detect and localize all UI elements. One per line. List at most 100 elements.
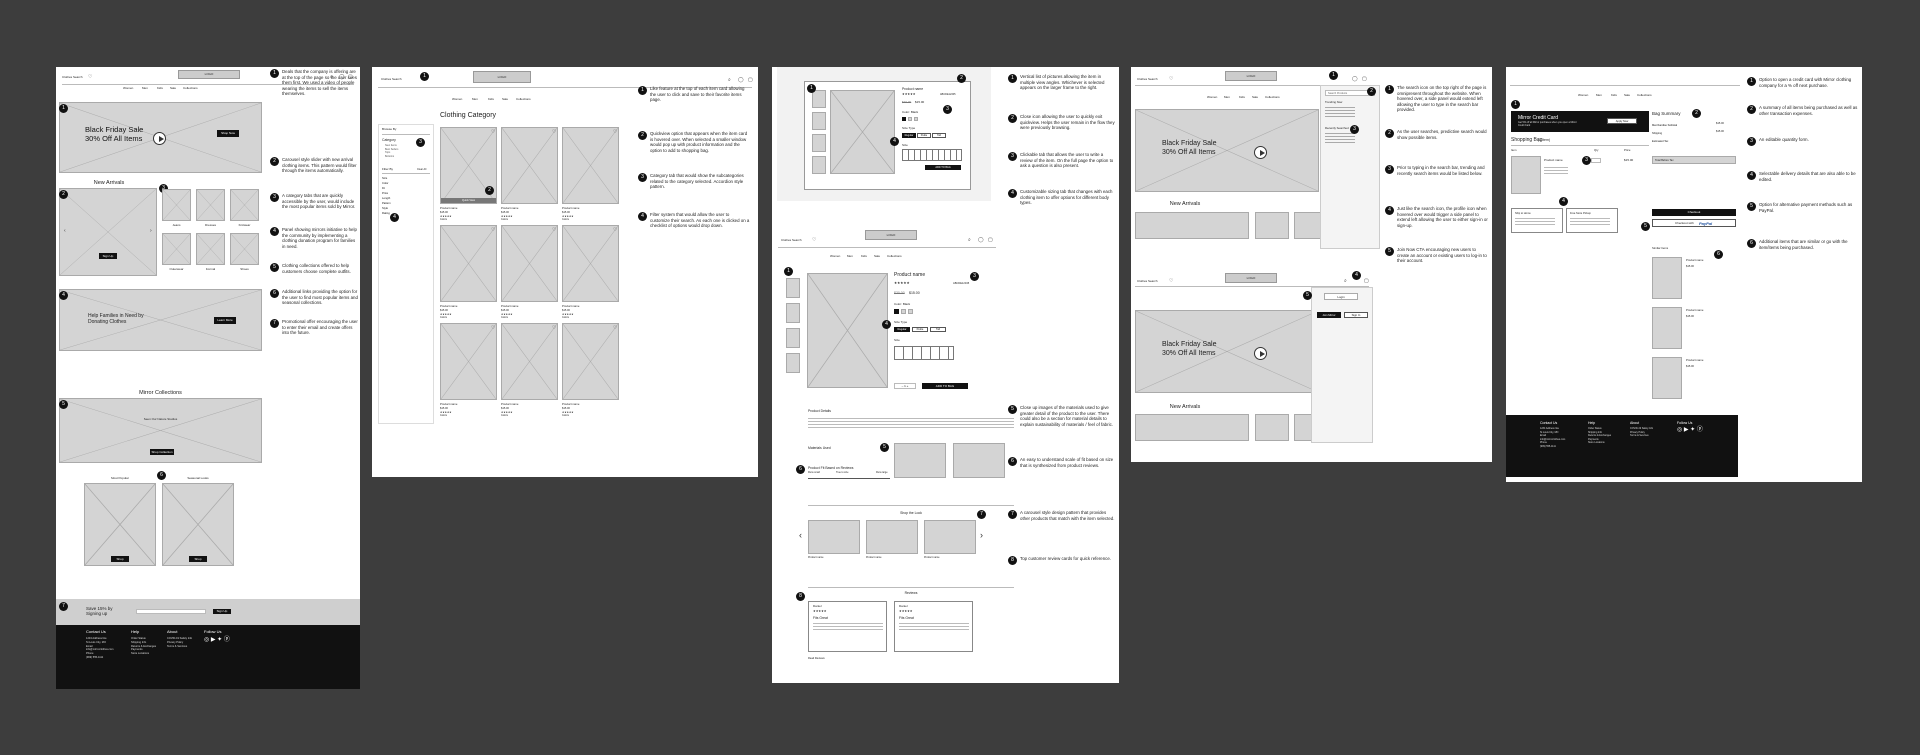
look-item[interactable]	[808, 520, 860, 554]
nav-sale[interactable]: Sale	[874, 254, 881, 258]
size-type-petite[interactable]: Petite	[917, 133, 931, 138]
hero-banner[interactable]: Black Friday Sale 30% Off All Items	[1135, 310, 1319, 393]
size-type-regular[interactable]: Regular	[894, 327, 910, 332]
product-image[interactable]: ♡	[440, 323, 497, 400]
product-image[interactable]: ♡	[562, 323, 619, 400]
nav-men[interactable]: Men	[472, 97, 478, 101]
size-type-petite[interactable]: Petite	[912, 327, 928, 332]
heart-icon[interactable]: ♡	[613, 227, 618, 233]
quantity-stepper[interactable]: – 1 +	[894, 383, 916, 389]
heart-icon[interactable]: ♡	[1169, 278, 1174, 284]
logo[interactable]: LOGO	[865, 230, 917, 240]
product-image[interactable]: ♡	[440, 225, 497, 302]
category-tile[interactable]	[196, 189, 225, 221]
user-icon[interactable]: ◯	[738, 77, 744, 83]
nav-kids[interactable]: Kids	[157, 86, 163, 90]
qv-add-to-bag[interactable]: ADD TO BAG	[925, 165, 961, 170]
category-tile[interactable]	[196, 233, 225, 265]
quantity-input[interactable]	[1591, 158, 1601, 163]
heart-icon[interactable]: ♡	[491, 325, 496, 331]
swatch[interactable]	[902, 117, 906, 121]
logo[interactable]: LOGO	[178, 70, 240, 79]
arrival-tile[interactable]	[1135, 212, 1249, 239]
product-image[interactable]: ♡	[501, 127, 558, 204]
paypal-button[interactable]: Checkout with PayPal	[1652, 219, 1736, 227]
heart-icon[interactable]: ♡	[552, 325, 557, 331]
arrival-tile[interactable]	[1255, 212, 1289, 239]
user-icon[interactable]: ◯	[978, 237, 984, 243]
heart-icon[interactable]: ♡	[613, 129, 618, 135]
heart-icon[interactable]: ♡	[552, 227, 557, 233]
swatch[interactable]	[908, 309, 913, 314]
product-image[interactable]: ♡	[501, 225, 558, 302]
size-type-regular[interactable]: Regular	[902, 133, 916, 138]
similar-item[interactable]	[1652, 257, 1682, 299]
play-icon[interactable]	[153, 132, 166, 145]
qv-thumb[interactable]	[812, 90, 826, 108]
product-image[interactable]: ♡	[501, 323, 558, 400]
email-input[interactable]	[136, 609, 206, 614]
similar-item[interactable]	[1652, 357, 1682, 399]
nav-women[interactable]: Women	[452, 97, 463, 101]
nav-collections[interactable]: Collections	[516, 97, 531, 101]
nav-sale[interactable]: Sale	[170, 86, 177, 90]
qv-main-image[interactable]	[830, 90, 895, 174]
heart-icon[interactable]: ♡	[613, 325, 618, 331]
signup-button[interactable]: Sign Up	[213, 609, 231, 614]
pick-image[interactable]: Shop	[84, 483, 156, 566]
pickup-option[interactable]: Free Store Pickup	[1566, 208, 1618, 233]
chevron-right-icon[interactable]: ›	[980, 530, 983, 540]
chevron-left-icon[interactable]: ‹	[64, 228, 66, 234]
similar-item[interactable]	[1652, 307, 1682, 349]
qv-thumb[interactable]	[812, 156, 826, 174]
arrivals-shop-button[interactable]: Sign Up	[99, 253, 117, 259]
nav-men[interactable]: Men	[1596, 93, 1602, 97]
swatch[interactable]	[894, 309, 899, 314]
nav-kids[interactable]: Kids	[861, 254, 867, 258]
heart-icon[interactable]: ♡	[552, 129, 557, 135]
size-grid[interactable]	[902, 149, 962, 161]
nav-women[interactable]: Women	[123, 86, 134, 90]
size-type-tall[interactable]: Tall	[932, 133, 946, 138]
nav-sale[interactable]: Sale	[1624, 93, 1631, 97]
nav-men[interactable]: Men	[847, 254, 853, 258]
heart-icon[interactable]: ♡	[1169, 76, 1174, 82]
review-card[interactable]: Daniel ★★★★★ Fits Great	[808, 601, 887, 652]
category-tile[interactable]	[230, 233, 259, 265]
thumb[interactable]	[786, 328, 800, 348]
play-icon[interactable]	[1254, 347, 1267, 360]
main-product-image[interactable]	[807, 273, 888, 388]
swatch[interactable]	[914, 117, 918, 121]
swatch[interactable]	[908, 117, 912, 121]
sign-in-button[interactable]: Sign In	[1344, 312, 1368, 318]
thumb[interactable]	[786, 353, 800, 373]
checkout-button[interactable]: Checkout	[1652, 209, 1736, 216]
thumb[interactable]	[786, 303, 800, 323]
user-icon[interactable]: ◯	[1352, 76, 1358, 82]
user-icon[interactable]: ◯	[339, 74, 345, 80]
collections-banner[interactable]: Seen Our Nature Studios Shop Collection	[59, 398, 262, 463]
nav-men[interactable]: Men	[142, 86, 148, 90]
arrivals-slider[interactable]: ‹ › Sign Up	[59, 188, 157, 276]
pick-image[interactable]: Shop	[162, 483, 234, 566]
search-icon[interactable]: ⌕	[968, 237, 971, 243]
logo[interactable]: LOGO	[473, 71, 531, 83]
chevron-right-icon[interactable]: ›	[150, 228, 152, 234]
nav-kids[interactable]: Kids	[488, 97, 494, 101]
heart-icon[interactable]: ♡	[812, 237, 817, 243]
bag-icon[interactable]: ▢	[748, 77, 753, 83]
material-image[interactable]	[953, 443, 1005, 478]
qv-thumb[interactable]	[812, 112, 826, 130]
donation-banner[interactable]: Help Families in Need by Donating Clothe…	[59, 289, 262, 351]
bag-icon[interactable]: ▢	[1362, 76, 1367, 82]
add-to-bag-button[interactable]: ADD TO BAG	[922, 383, 968, 389]
search-icon[interactable]: ⌕	[330, 74, 333, 80]
bag-icon[interactable]: ▢	[988, 237, 993, 243]
credit-card-banner[interactable]: Mirror Credit Card Get 5% off all Mirror…	[1511, 111, 1649, 132]
social-icons[interactable]: ◎ ▶ ✦ ⓟ	[204, 637, 230, 643]
swatch[interactable]	[901, 309, 906, 314]
